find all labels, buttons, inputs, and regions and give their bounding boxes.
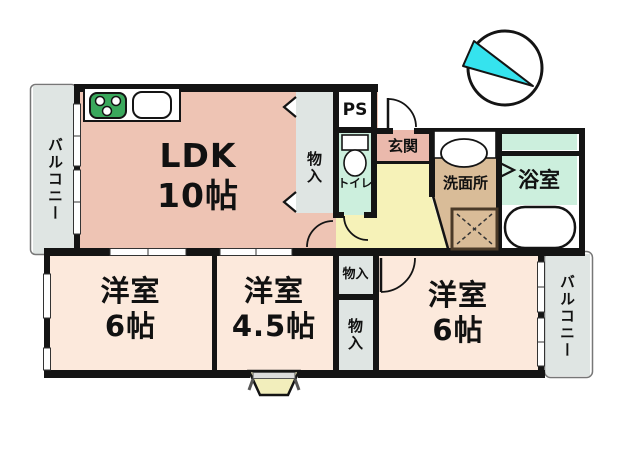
windows — [43, 103, 545, 371]
balcony-left-area — [33, 86, 76, 254]
bathroom-floor — [502, 156, 577, 205]
bay-window — [247, 369, 301, 397]
washbasin-icon — [433, 130, 497, 168]
bedroom-right-door-arc — [380, 257, 416, 293]
balcony-right-area — [544, 254, 590, 376]
doors — [282, 96, 517, 293]
window-bedroom-left-2 — [43, 347, 51, 371]
closet-bifold-mark-2 — [282, 191, 297, 213]
closet-upper-area — [336, 252, 375, 296]
window-bedroom-left-1 — [43, 273, 51, 319]
hall-diagonal-wall — [431, 195, 451, 253]
closet-lower-area — [336, 298, 373, 372]
hall-area — [336, 161, 448, 252]
window-balcony-left-1 — [73, 103, 81, 167]
pipe-space-area — [336, 90, 374, 130]
toilet-door-arc — [343, 215, 369, 241]
washer-pan-icon — [450, 207, 499, 251]
north-arrow-icon — [462, 29, 544, 107]
entrance-area — [374, 130, 432, 163]
bedroom-middle-area — [214, 252, 335, 374]
closet-bifold-mark-1 — [282, 96, 297, 118]
entrance-door-arc — [387, 98, 417, 128]
bedroom-left-area — [47, 252, 214, 374]
bathroom-counter-strip — [502, 133, 577, 150]
closet-ldk-area — [296, 91, 333, 213]
bathroom-door-mark — [499, 162, 517, 178]
ldk-door-arc — [306, 220, 334, 248]
kitchen-counter — [83, 87, 181, 122]
bedroom-right-area — [376, 252, 540, 374]
bathtub-icon — [503, 205, 577, 250]
sink-icon — [132, 91, 172, 119]
toilet-icon — [341, 134, 369, 177]
